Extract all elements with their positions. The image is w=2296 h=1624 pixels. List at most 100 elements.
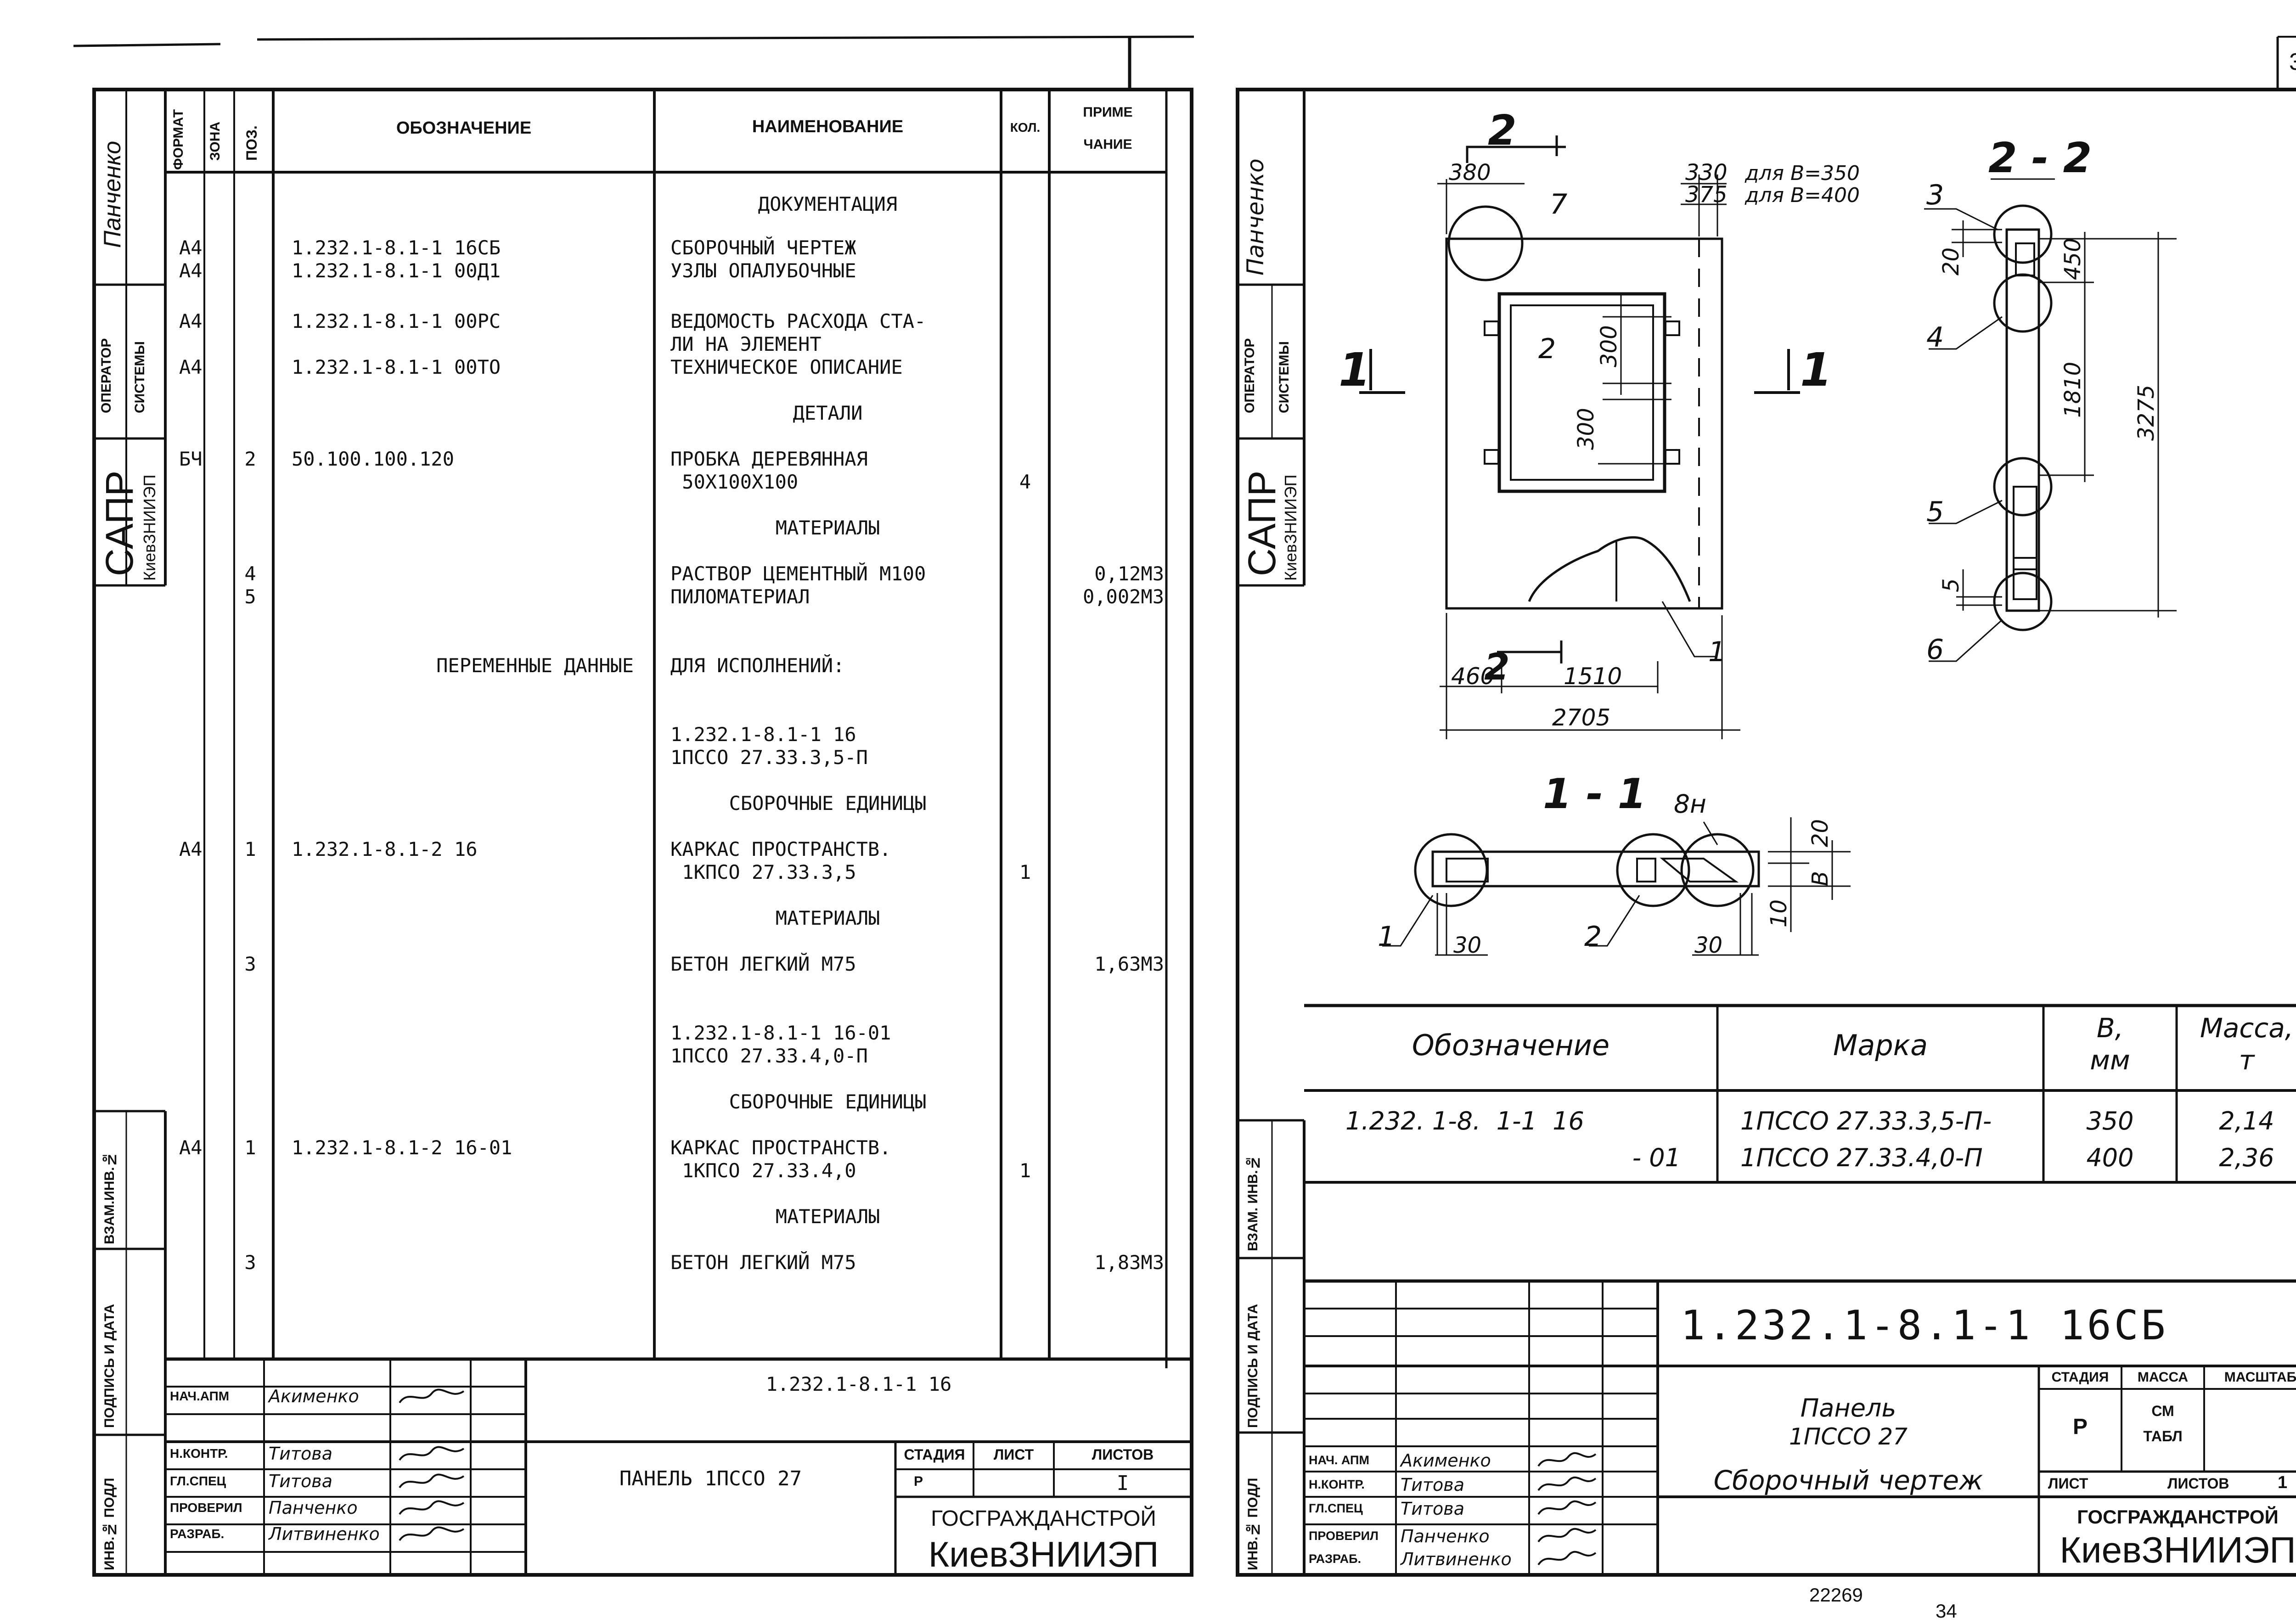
rtb-role: НАЧ. АПМ [1309,1453,1369,1467]
rtb-stage: Р [2072,1415,2088,1439]
rtb-role: ПРОВЕРИЛ [1309,1529,1379,1543]
rtb-org-1: ГОСГРАЖДАНСТРОЙ [2077,1506,2279,1528]
tb-role: Н.КОНТР. [170,1446,228,1461]
spec-note: 0,12М3 [1094,562,1164,585]
spec-pos: 3 [244,1251,256,1274]
sec2-top: 2 [1488,107,1517,155]
spec-designation: 1.232.1-8.1-1 00РС [292,310,501,332]
rt-header-b-2: мм [2090,1045,2130,1076]
tb-title: ПАНЕЛЬ 1ПССО 27 [619,1467,802,1490]
dim-20-top: 20 [1938,247,1964,275]
spec-name: ДЛЯ ИСПОЛНЕНИЙ: [670,654,845,677]
spec-name: ДОКУМЕНТАЦИЯ [758,193,898,215]
signature-mark [1537,1528,1597,1543]
spec-pos: 5 [244,585,256,608]
spec-format: А4 [179,310,203,332]
spec-name: КАРКАС ПРОСТРАНСТВ. [670,838,891,860]
section-1-1-title: 1 - 1 [1543,770,1646,818]
rtb-mass-2: ТАБЛ [2143,1428,2183,1444]
spec-name: 1КПСО 27.33.4,0 [670,1159,856,1182]
spec-name: ЛИ НА ЭЛЕМЕНТ [670,333,822,355]
sec1-left: 1 [1339,343,1371,397]
spec-name: 1.232.1-8.1-1 16 [670,723,856,746]
rt-designation: 1.232. 1-8. 1-1 16 [1345,1107,1584,1135]
spec-note: 1,63М3 [1094,953,1164,975]
spec-pos: 3 [244,953,256,975]
rtb-person-name: Акименко [1401,1450,1491,1471]
spec-note: 0,002М3 [1082,585,1164,608]
spec-name: ТЕХНИЧЕСКОЕ ОПИСАНИЕ [670,356,903,378]
label-7: 7 [1550,188,1567,220]
spec-name: 50Х100Х100 [670,471,799,493]
dim-30-right: 30 [1694,933,1722,958]
dim-3275: 3275 [2133,385,2159,441]
signature-mark [399,1500,465,1515]
rtb-person-name: Литвиненко [1401,1549,1512,1569]
spec-pos: 1 [244,1136,256,1159]
rt-mass: 2,14 [2219,1107,2274,1135]
header-name: НАИМЕНОВАНИЕ [752,117,904,136]
spec-name: МАТЕРИАЛЫ [775,1205,880,1228]
label-6: 6 [1926,634,1944,666]
header-qty: КОЛ. [1010,120,1041,135]
signature-mark [1537,1500,1597,1515]
rt-header-mark: Марка [1833,1028,1928,1062]
dim-375: 375 [1685,182,1728,208]
rtb-sheet-header: ЛИСТ [2048,1475,2088,1492]
spec-name: СБОРОЧНЫЕ ЕДИНИЦЫ [729,792,927,815]
spec-name: ДЕТАЛИ [793,402,863,424]
rtb-person-name: Панченко [1401,1526,1490,1546]
tb-person-name: Литвиненко [269,1524,380,1544]
rt-header-b-1: В, [2096,1012,2124,1044]
rt-header-designation: Обозначение [1412,1028,1610,1062]
rtb-mass-header: МАССА [2137,1370,2189,1385]
spec-pos: 2 [244,448,256,470]
spec-format: БЧ [179,448,203,470]
rt-b: 350 [2086,1107,2134,1135]
signature-mark [399,1388,465,1404]
signature-mark [1537,1551,1597,1566]
spec-pos: 1 [244,838,256,860]
spec-name: МАТЕРИАЛЫ [775,907,880,929]
rtb-role: РАЗРАБ. [1309,1552,1362,1566]
spec-format: А4 [179,236,203,259]
spec-designation: 1.232.1-8.1-1 00ТО [292,356,501,378]
header-designation: ОБОЗНАЧЕНИЕ [396,118,532,138]
tb-sheets: I [1116,1472,1129,1495]
tb-role: НАЧ.АПМ [170,1389,230,1403]
sec1-right: 1 [1800,343,1832,397]
header-note-1: ПРИМЕ [1083,105,1133,120]
dim-1510: 1510 [1564,663,1622,690]
spec-name: МАТЕРИАЛЫ [775,517,880,539]
dim-450: 450 [2060,238,2086,280]
signature-mark [1537,1452,1597,1467]
spec-designation: 50.100.100.120 [292,448,455,470]
section-2-2-title: 2 - 2 [1988,134,2092,182]
label-2-front: 2 [1538,333,1556,365]
tb-code: 1.232.1-8.1-1 16 [765,1373,952,1395]
rtb-mass-1: СМ [2151,1403,2174,1419]
spec-format: А4 [179,356,203,378]
spec-designation: 1.232.1-8.1-2 16-01 [292,1136,512,1159]
rt-mass: 2,36 [2219,1143,2274,1172]
spec-name: СБОРОЧНЫЙ ЧЕРТЕЖ [670,236,856,259]
spec-name: 1ПССО 27.33.3,5-П [670,746,868,769]
spec-name: СБОРОЧНЫЕ ЕДИНИЦЫ [729,1090,927,1113]
rtb-person-name: Титова [1401,1499,1464,1519]
dim-300-upper: 300 [1596,325,1622,367]
spec-format: А4 [179,838,203,860]
label-1-front: 1 [1708,636,1726,668]
rtb-code: 1.232.1-8.1-1 16СБ [1681,1302,2168,1349]
spec-format: А4 [179,259,203,282]
footer-stamp: 22269 [1809,1584,1863,1606]
dim-330: 330 [1685,160,1728,185]
rtb-title-3: Сборочный чертеж [1713,1465,1983,1496]
rtb-person-name: Титова [1401,1475,1464,1495]
signature-mark [399,1473,465,1489]
note-for-350: для В=350 [1745,162,1860,185]
tb-stage-header: СТАДИЯ [904,1446,965,1463]
rtb-sheets-header: ЛИСТОВ [2167,1475,2229,1492]
spec-name: БЕТОН ЛЕГКИЙ М75 [670,1251,856,1274]
